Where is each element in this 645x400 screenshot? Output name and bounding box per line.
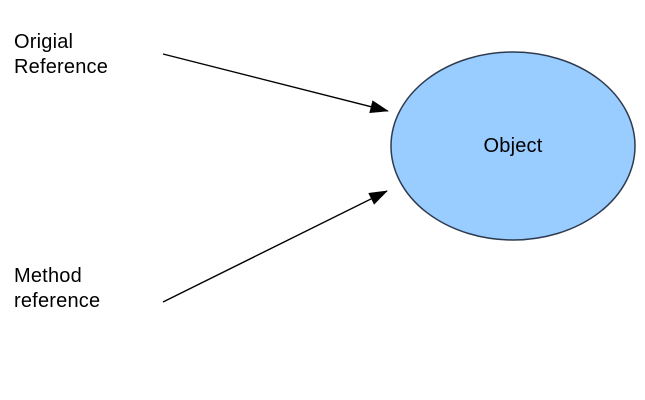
object-ellipse	[390, 51, 636, 241]
method-reference-arrow-icon	[162, 190, 388, 303]
original-reference-label: Origial Reference	[14, 30, 108, 80]
method-reference-label: Method reference	[14, 264, 100, 314]
method-reference-line2: reference	[14, 290, 101, 312]
original-reference-arrow-icon	[162, 53, 389, 113]
original-reference-line1: Origial	[14, 31, 74, 53]
method-reference-line1: Method	[14, 265, 82, 287]
original-reference-line2: Reference	[14, 56, 109, 78]
